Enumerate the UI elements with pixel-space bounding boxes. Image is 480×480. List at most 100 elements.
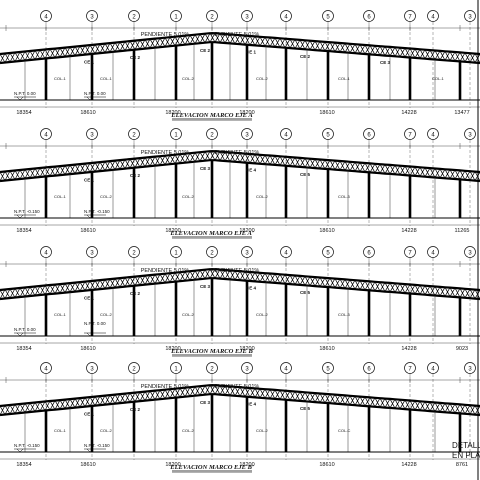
grid-bubble-label: 3 xyxy=(468,15,472,21)
slope-label-right: PENDIENTE 5.01% xyxy=(211,32,260,38)
grid-bubble-label: 7 xyxy=(408,251,412,257)
steel-column xyxy=(326,169,330,218)
elevation-title: ELEVACION MARCO EJE A' xyxy=(169,230,253,237)
elevation-title: ELEVACION MARCO EJE B xyxy=(170,348,253,355)
steel-column xyxy=(132,285,136,336)
grid-bubble-label: 1 xyxy=(174,15,178,21)
column-tag: COL-1 xyxy=(54,312,67,317)
grid-bubble xyxy=(427,128,439,140)
grid-bubble-label: 1 xyxy=(174,251,178,257)
level-mark-symbol xyxy=(14,448,36,453)
grid-bubble-label: 3 xyxy=(245,367,249,373)
grid-bubble-label: 3 xyxy=(468,367,472,373)
member-tag: CE 2 xyxy=(130,407,141,412)
grid-bubble-label: 3 xyxy=(245,133,249,139)
span-dimension: 18200 xyxy=(165,110,180,116)
grid-bubble xyxy=(322,10,334,22)
member-tag: CE 5 xyxy=(300,290,311,295)
steel-column xyxy=(210,394,214,452)
column-tag: COL-1 xyxy=(432,76,445,81)
steel-column xyxy=(174,397,178,452)
grid-bubble-label: 4 xyxy=(284,133,288,139)
grid-bubble-label: 2 xyxy=(132,15,136,21)
grid-bubble-label: 2 xyxy=(132,251,136,257)
grid-bubble-label: 2 xyxy=(210,15,214,21)
level-mark-symbol xyxy=(14,214,36,219)
span-dimension: 13477 xyxy=(454,110,469,116)
member-tag: CE 2 xyxy=(200,48,211,53)
grid-bubble xyxy=(322,128,334,140)
member-tag: CE 2 xyxy=(130,291,141,296)
grid-bubble-label: 2 xyxy=(210,133,214,139)
steel-column xyxy=(44,176,48,218)
steel-column xyxy=(458,179,462,218)
grid-bubble-label: 4 xyxy=(284,15,288,21)
grid-bubble-label: 4 xyxy=(44,133,48,139)
member-tag: CE 3 xyxy=(380,60,391,65)
grid-bubble-label: 7 xyxy=(408,133,412,139)
grid-bubble xyxy=(241,10,253,22)
column-tag: COL-1 xyxy=(338,76,351,81)
grid-bubble-label: 3 xyxy=(245,251,249,257)
steel-column xyxy=(245,162,249,218)
grid-bubble xyxy=(40,128,52,140)
grid-bubble-label: 4 xyxy=(284,251,288,257)
grid-bubble-label: 4 xyxy=(431,367,435,373)
column-tag: COL-2 xyxy=(256,194,269,199)
member-tag: CE 5 xyxy=(300,406,311,411)
grid-bubble-label: 4 xyxy=(431,251,435,257)
steel-column xyxy=(367,54,371,100)
column-tag: COL-2 xyxy=(256,312,269,317)
grid-bubble-label: 6 xyxy=(367,15,371,21)
span-dimension: 18354 xyxy=(16,228,31,234)
grid-bubble xyxy=(363,362,375,374)
level-mark: N.P.T. -0.150 xyxy=(84,443,110,448)
grid-bubble xyxy=(464,128,476,140)
column-tag: COL-2 xyxy=(100,194,113,199)
grid-bubble xyxy=(427,10,439,22)
span-dimension: 18610 xyxy=(319,110,334,116)
grid-bubble xyxy=(280,128,292,140)
member-tag: CE 2 xyxy=(130,55,141,60)
level-mark: N.P.T. 0.00 xyxy=(84,91,106,96)
grid-bubble xyxy=(404,362,416,374)
steel-column xyxy=(245,44,249,100)
column-tag: COL-2 xyxy=(182,312,195,317)
steel-column xyxy=(132,167,136,218)
span-dimension: 18200 xyxy=(239,346,254,352)
grid-bubble-label: 3 xyxy=(90,133,94,139)
grid-bubble xyxy=(464,246,476,258)
member-tag: CE 1 xyxy=(84,60,95,65)
steel-column xyxy=(284,47,288,100)
column-tag: COL-2 xyxy=(100,312,113,317)
grid-bubble xyxy=(241,362,253,374)
elevation-title: ELEVACION MARCO EJE B' xyxy=(169,464,254,471)
column-tag: COL-2 xyxy=(256,428,269,433)
grid-bubble-label: 7 xyxy=(408,367,412,373)
grid-bubble-label: 3 xyxy=(245,15,249,21)
level-mark-symbol xyxy=(84,214,106,219)
column-tag: COL-2 xyxy=(182,194,195,199)
span-dimension: 18610 xyxy=(80,228,95,234)
grid-bubble-label: 3 xyxy=(90,367,94,373)
grid-bubble-label: 6 xyxy=(367,251,371,257)
grid-bubble xyxy=(86,362,98,374)
member-tag: CE 2 xyxy=(130,173,141,178)
span-dimension: 14228 xyxy=(401,110,416,116)
truss-bottom-chord xyxy=(0,393,480,417)
member-tag: CE 2 xyxy=(300,54,311,59)
grid-bubble-label: 3 xyxy=(468,133,472,139)
grid-bubble-label: 4 xyxy=(44,367,48,373)
slope-label-left: PENDIENTE 5.01% xyxy=(141,268,190,274)
steel-column xyxy=(132,401,136,452)
grid-bubble xyxy=(40,10,52,22)
level-mark: N.P.T. 0.00 xyxy=(14,327,36,332)
grid-bubble-label: 3 xyxy=(90,251,94,257)
grid-bubble xyxy=(86,246,98,258)
steel-column xyxy=(284,399,288,452)
span-dimension: 18354 xyxy=(16,110,31,116)
